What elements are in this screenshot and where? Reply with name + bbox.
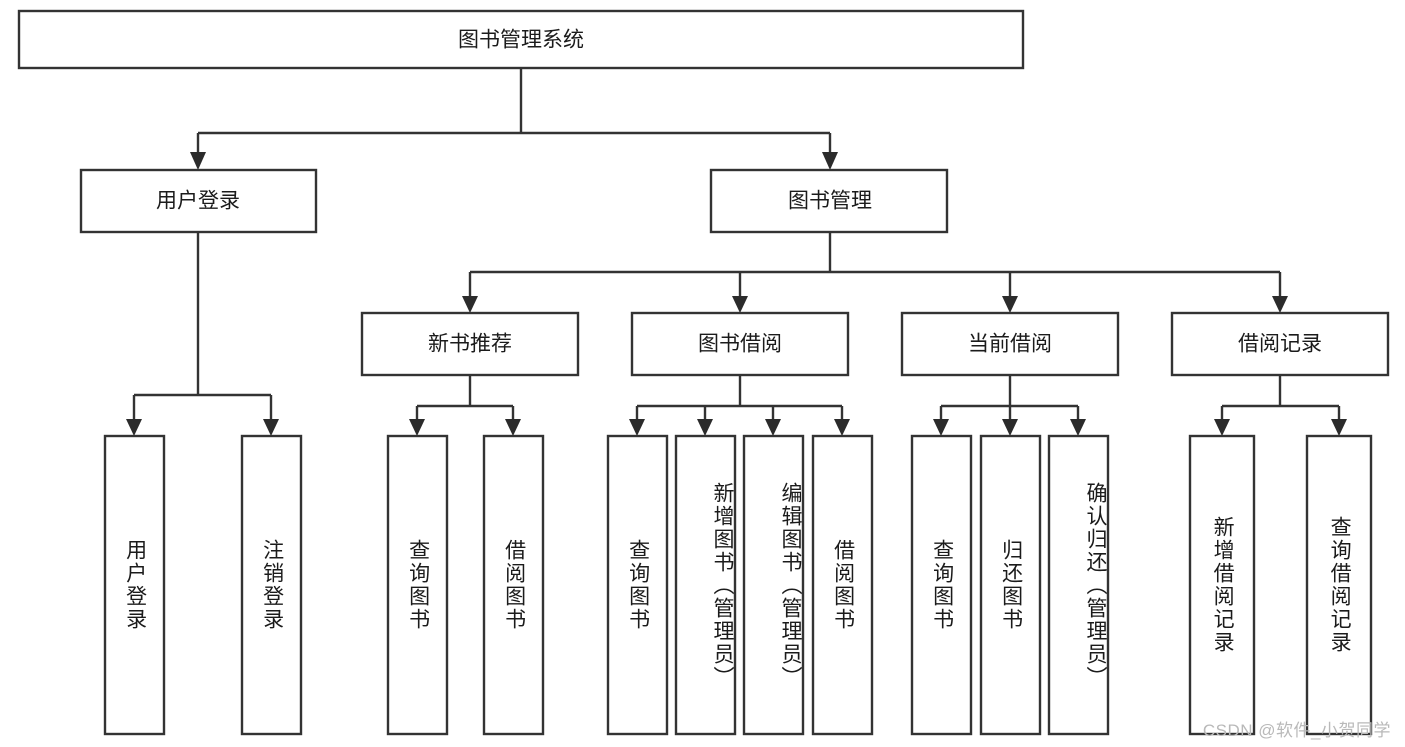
node-book-management[interactable]: 图书管理 [709, 168, 949, 234]
connector-level2-to-level3 [462, 232, 1288, 313]
arrow-icon [933, 419, 949, 436]
node-box [630, 311, 850, 377]
arrow-icon [462, 296, 478, 313]
leaf-box-query-book-bb[interactable] [606, 434, 669, 736]
leaf-box-edit-book-admin[interactable] [742, 434, 805, 736]
leaf-box-user-login[interactable] [103, 434, 166, 736]
node-root-book-management-system[interactable]: 图书管理系统 [17, 9, 1025, 70]
arrow-icon [697, 419, 713, 436]
node-label: 图书管理系统 [458, 29, 584, 52]
node-new-book-recommend[interactable]: 新书推荐 [360, 311, 580, 377]
arrow-icon [1214, 419, 1230, 436]
arrow-icon [834, 419, 850, 436]
connector-currentborrow-to-leaves [933, 375, 1086, 436]
node-box [79, 168, 318, 234]
arrow-icon [126, 419, 142, 436]
connector-newbook-to-leaves [409, 375, 521, 436]
node-borrow-record[interactable]: 借阅记录 [1170, 311, 1390, 377]
leaf-box-borrow-book-bb[interactable] [811, 434, 874, 736]
arrow-icon [1002, 419, 1018, 436]
connector-userlogin-to-leaves [126, 232, 279, 436]
leaf-box-query-book-cb[interactable] [910, 434, 973, 736]
node-book-borrow[interactable]: 图书借阅 [630, 311, 850, 377]
leaf-box-query-borrow-record[interactable] [1305, 434, 1373, 736]
node-label: 当前借阅 [968, 333, 1052, 356]
node-label: 图书借阅 [698, 333, 782, 356]
node-box [900, 311, 1120, 377]
leaf-box-logout-login[interactable] [240, 434, 303, 736]
arrow-icon [505, 419, 521, 436]
connector-bookborrow-to-leaves [629, 375, 850, 436]
leaf-box-confirm-return-admin[interactable] [1047, 434, 1110, 736]
arrow-icon [765, 419, 781, 436]
node-label: 借阅记录 [1238, 333, 1322, 356]
node-box [709, 168, 949, 234]
arrow-icon [822, 152, 838, 170]
connector-root-to-level2 [190, 68, 838, 170]
node-label: 新书推荐 [428, 333, 512, 356]
node-label: 图书管理 [788, 190, 872, 213]
leaf-box-add-borrow-record[interactable] [1188, 434, 1256, 736]
arrow-icon [1070, 419, 1086, 436]
arrow-icon [629, 419, 645, 436]
arrow-icon [1331, 419, 1347, 436]
leaf-box-add-book-admin[interactable] [674, 434, 737, 736]
node-user-login[interactable]: 用户登录 [79, 168, 318, 234]
arrow-icon [732, 296, 748, 313]
connector-borrowrecord-to-leaves [1214, 375, 1347, 436]
arrow-icon [1002, 296, 1018, 313]
node-current-borrow[interactable]: 当前借阅 [900, 311, 1120, 377]
node-box [360, 311, 580, 377]
arrow-icon [263, 419, 279, 436]
node-label: 用户登录 [156, 190, 240, 213]
node-box [17, 9, 1025, 70]
node-box [1170, 311, 1390, 377]
leaf-box-borrow-book-nb[interactable] [482, 434, 545, 736]
leaf-box-return-book[interactable] [979, 434, 1042, 736]
arrow-icon [190, 152, 206, 170]
leaf-box-query-book-nb[interactable] [386, 434, 449, 736]
arrow-icon [409, 419, 425, 436]
arrow-icon [1272, 296, 1288, 313]
csdn-watermark: CSDN @软件_小贺同学 [1202, 721, 1391, 740]
